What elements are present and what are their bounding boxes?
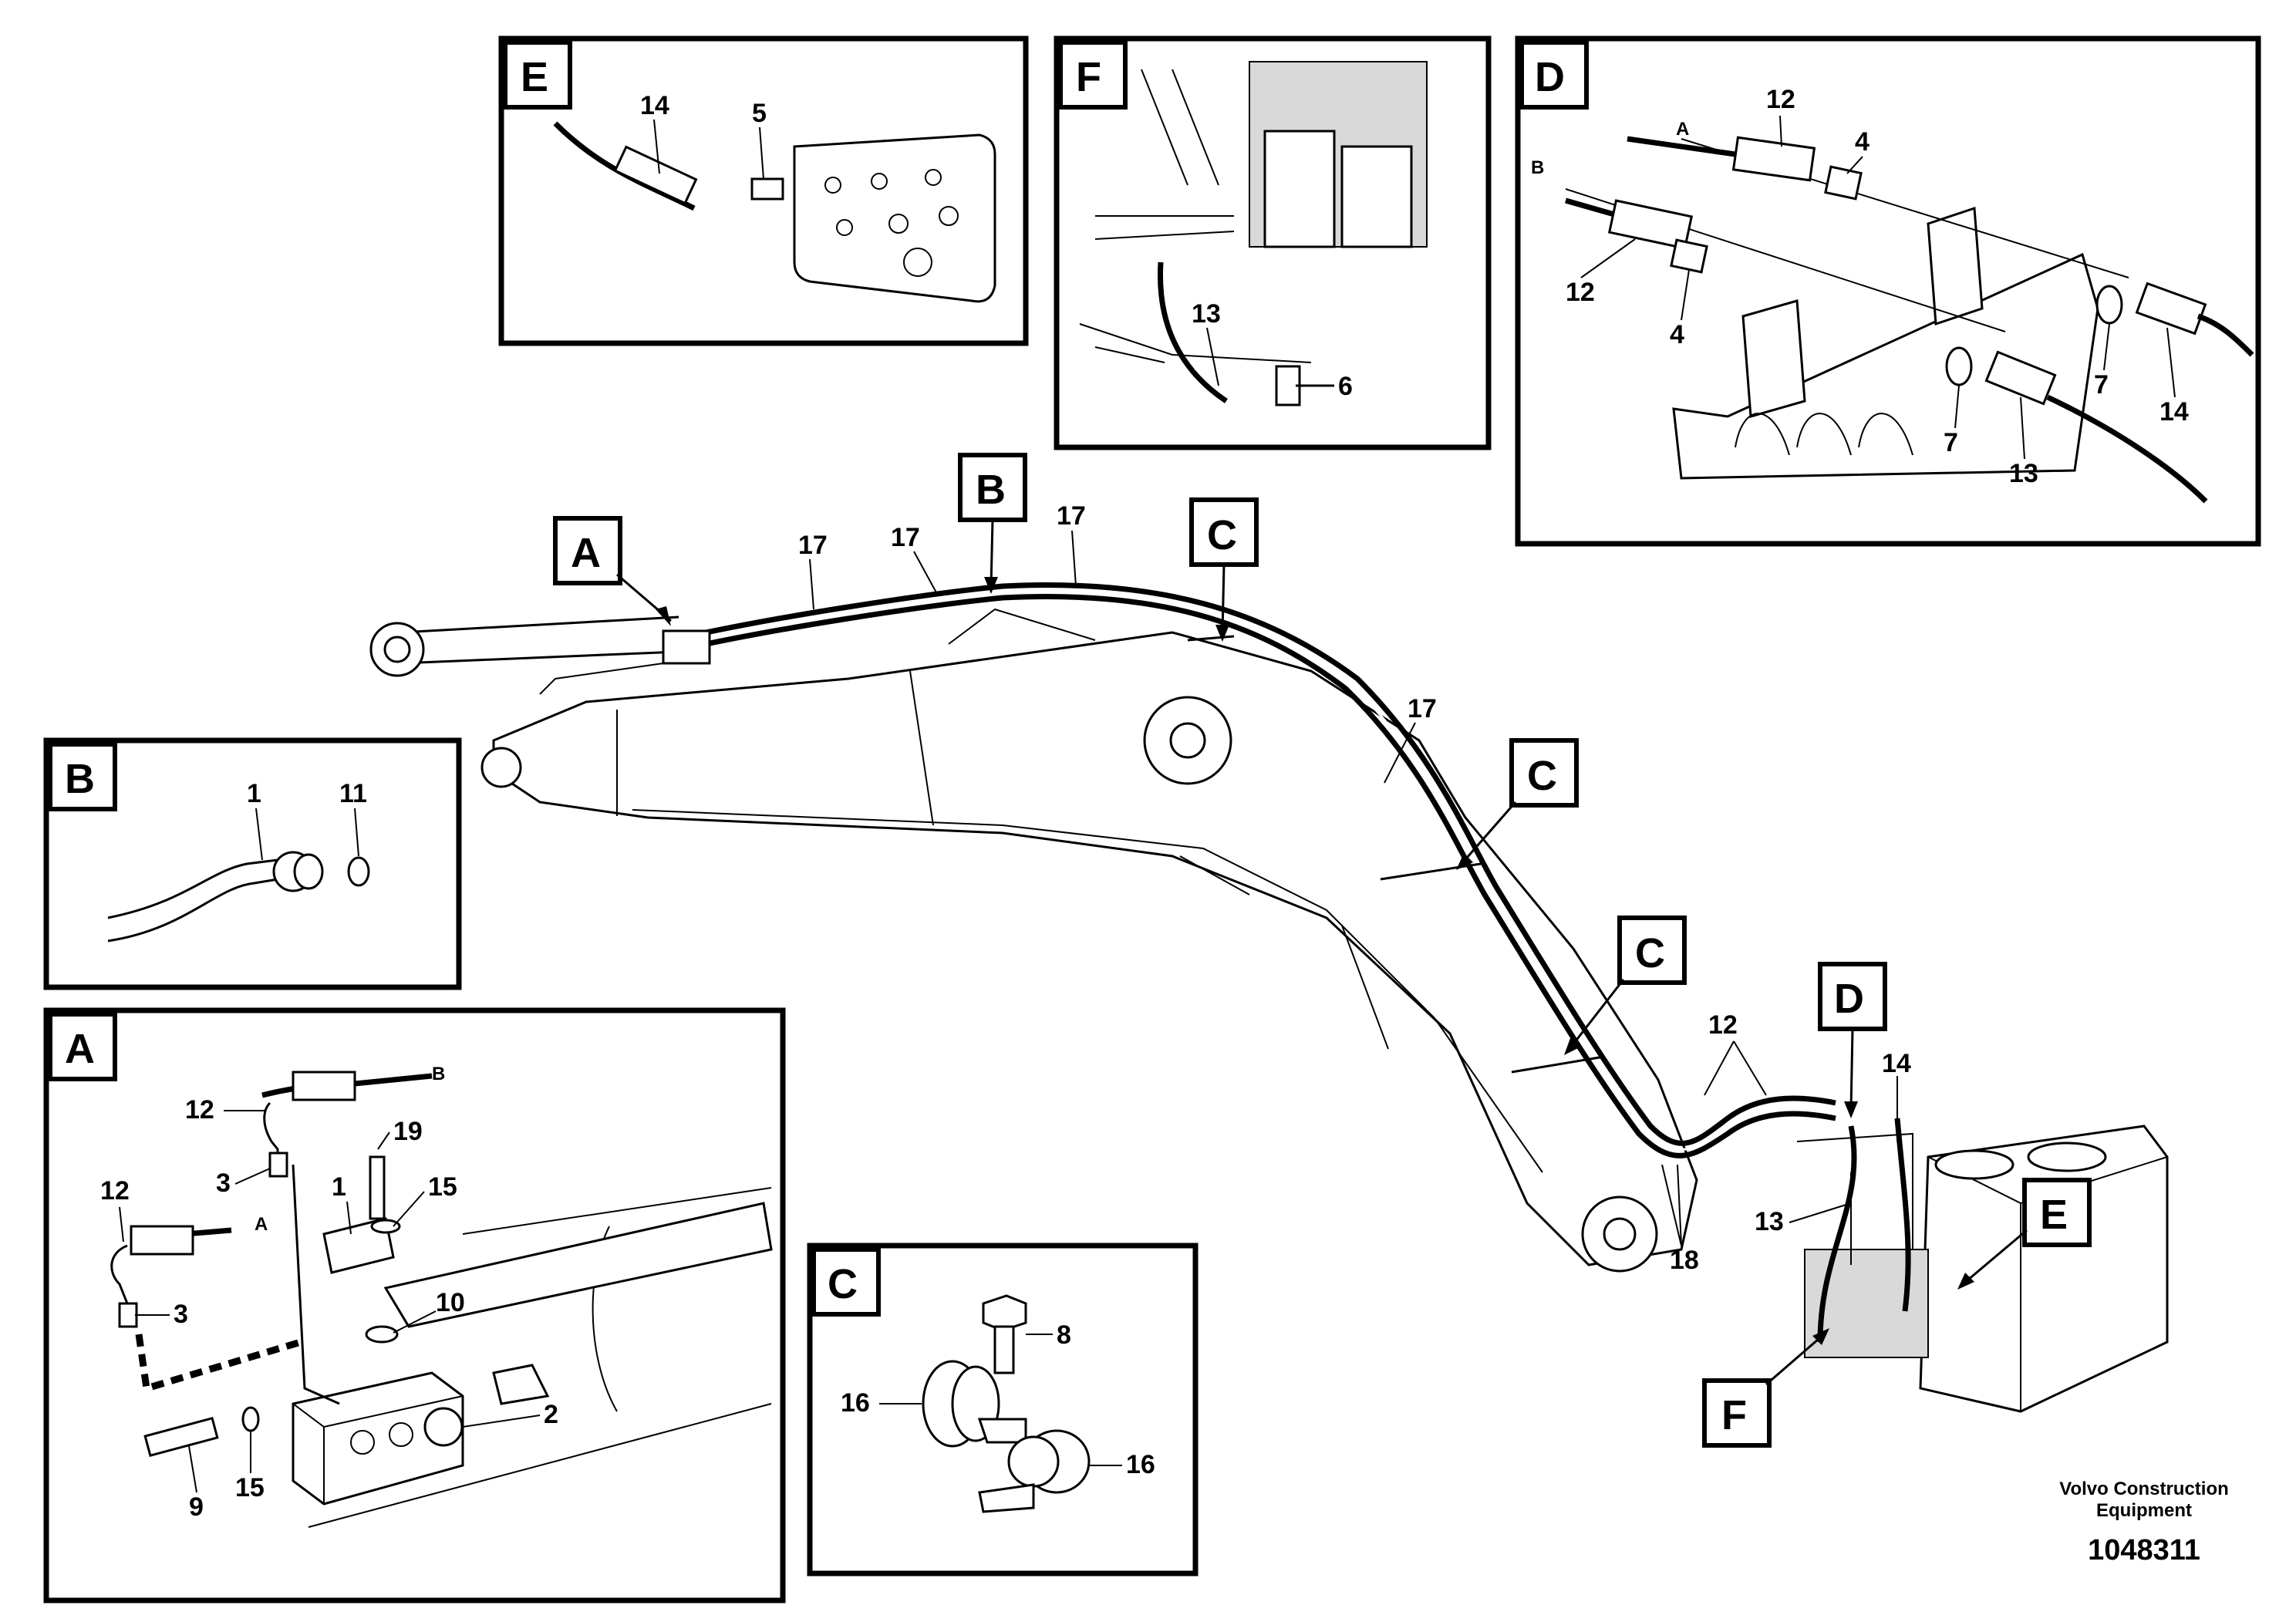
main-view-callouts: 17 17 17 17 12 14 13 18 xyxy=(798,501,1911,1275)
panel-f-callout-13: 13 xyxy=(1192,299,1221,329)
panel-a-callout-12-left: 12 xyxy=(100,1176,130,1206)
footer-block: Volvo Construction Equipment 1048311 xyxy=(2059,1479,2229,1566)
tag-box-f xyxy=(1702,1378,1772,1448)
panel-e-callout-14: 14 xyxy=(640,91,669,120)
tag-box-a xyxy=(553,516,622,585)
detail-panel-b: B 1 11 xyxy=(43,737,462,990)
panel-c-callout-16-left: 16 xyxy=(841,1388,870,1418)
panel-a-callout-15-bottom: 15 xyxy=(235,1473,265,1502)
tag-box-d xyxy=(1818,962,1887,1031)
panel-d-tag: D xyxy=(1535,54,1565,100)
panel-c-callout-16-right: 16 xyxy=(1126,1450,1155,1479)
panel-a-label-b: B xyxy=(432,1064,445,1084)
callout-17-d: 17 xyxy=(1408,694,1437,723)
detail-panel-c: C 8 16 16 xyxy=(807,1243,1199,1576)
panel-f-tag-box xyxy=(1058,40,1128,110)
panel-b-callout-1: 1 xyxy=(247,779,261,808)
panel-a-callout-19: 19 xyxy=(393,1117,423,1146)
panel-a-callout-3-top: 3 xyxy=(216,1168,231,1198)
panel-d-callout-12-left: 12 xyxy=(1566,278,1595,307)
view-tag-f: F xyxy=(1721,1392,1747,1438)
company-name-line1: Volvo Construction xyxy=(2059,1479,2229,1499)
panel-b-tag-box xyxy=(48,742,117,811)
panel-c-callout-8: 8 xyxy=(1057,1320,1071,1350)
panel-a-callout-3-left: 3 xyxy=(174,1300,188,1329)
panel-d-callout-13: 13 xyxy=(2009,459,2038,488)
main-view-tags: A B C C C D E F xyxy=(553,453,2092,1448)
panel-c-tag-box xyxy=(811,1247,881,1317)
boom-assembly-drawing xyxy=(369,582,2169,1413)
company-name-line2: Equipment xyxy=(2096,1500,2192,1521)
panel-a-callout-2: 2 xyxy=(544,1400,558,1429)
panel-e-callout-5: 5 xyxy=(752,99,767,128)
panel-d-callout-4-left: 4 xyxy=(1670,320,1684,349)
panel-d-callout-12-top: 12 xyxy=(1766,85,1795,114)
panel-e-tag-box xyxy=(503,40,572,110)
panel-d-callout-4-top: 4 xyxy=(1855,127,1870,157)
panel-a-label-a: A xyxy=(255,1214,268,1235)
drawing-number: 1048311 xyxy=(2088,1534,2200,1566)
panel-a-callout-9: 9 xyxy=(189,1492,204,1522)
detail-panel-f: F 13 6 xyxy=(1054,35,1492,450)
callout-14-main: 14 xyxy=(1882,1049,1911,1078)
panel-d-callout-7-right: 7 xyxy=(2094,370,2109,400)
panel-a-callout-10: 10 xyxy=(436,1288,465,1317)
view-tag-a: A xyxy=(571,530,601,576)
panel-d-callout-7-left: 7 xyxy=(1944,428,1958,457)
view-tag-c2: C xyxy=(1527,753,1557,799)
view-tag-e: E xyxy=(2040,1192,2068,1238)
panel-a-callout-12-top: 12 xyxy=(185,1095,214,1125)
panel-c-tag: C xyxy=(828,1261,858,1307)
panel-a-tag: A xyxy=(65,1026,95,1072)
view-tag-c3: C xyxy=(1635,930,1665,976)
panel-f-callout-6: 6 xyxy=(1338,372,1353,401)
callout-17-c: 17 xyxy=(1057,501,1086,531)
detail-panel-e: E 14 5 xyxy=(498,35,1029,346)
panel-d-tag-box xyxy=(1519,40,1589,110)
panel-a-callout-15-top: 15 xyxy=(428,1172,457,1202)
panel-d-label-b: B xyxy=(1531,157,1544,178)
callout-12-main: 12 xyxy=(1708,1010,1738,1040)
callout-13-main: 13 xyxy=(1755,1207,1784,1236)
tag-box-c3 xyxy=(1617,916,1687,985)
panel-d-callout-14: 14 xyxy=(2159,397,2189,427)
panel-e-tag: E xyxy=(521,54,548,100)
view-tag-b: B xyxy=(976,467,1006,513)
panel-b-callout-11: 11 xyxy=(339,779,367,808)
detail-panel-d: D A 12 4 B 12 4 7 14 7 xyxy=(1515,35,2261,547)
callout-17-a: 17 xyxy=(798,531,828,560)
panel-a-tag-box xyxy=(48,1012,117,1081)
tag-box-e xyxy=(2022,1178,2092,1247)
callout-18-main: 18 xyxy=(1670,1246,1699,1275)
view-tag-d: D xyxy=(1834,976,1864,1022)
panel-d-label-a: A xyxy=(1676,119,1689,140)
view-tag-c1: C xyxy=(1207,512,1237,558)
detail-panel-a: A B 12 19 3 1 15 12 xyxy=(43,1007,786,1603)
panel-f-tag: F xyxy=(1076,54,1101,100)
callout-17-b: 17 xyxy=(891,523,920,552)
panel-b-tag: B xyxy=(65,756,95,802)
tag-box-c1 xyxy=(1189,497,1259,567)
tag-box-c2 xyxy=(1509,738,1579,808)
panel-a-callout-1: 1 xyxy=(332,1172,346,1202)
